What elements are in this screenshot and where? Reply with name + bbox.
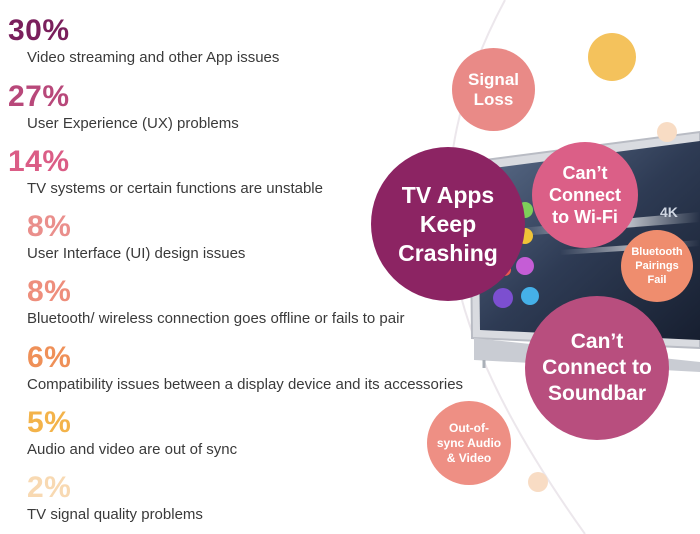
stat-label: User Experience (UX) problems: [27, 115, 239, 132]
bubble-apps-crashing-text: TV Apps Keep Crashing: [398, 181, 498, 266]
stat-label: User Interface (UI) design issues: [27, 245, 246, 262]
bubble-wifi: Can’t Connect to Wi-Fi: [532, 142, 638, 248]
stat-percent: 6%: [27, 341, 72, 374]
stat-item: 5% Audio and video are out of sync: [27, 406, 238, 459]
stat-item: 6% Compatibility issues between a displa…: [27, 341, 464, 394]
bubble-bluetooth-text: Bluetooth Pairings Fail: [631, 246, 683, 286]
decor-dot-yellow: [588, 33, 636, 81]
stat-percent: 8%: [27, 210, 72, 243]
stat-label: Audio and video are out of sync: [27, 441, 238, 458]
bubble-soundbar-text: Can’t Connect to Soundbar: [542, 330, 652, 405]
stat-percent: 30%: [8, 14, 70, 47]
bubble-out-of-sync-text: Out-of-sync Audio & Video: [436, 420, 502, 465]
stat-item: 27% User Experience (UX) problems: [8, 80, 239, 133]
stat-item: 2% TV signal quality problems: [27, 471, 203, 524]
bubble-soundbar: Can’t Connect to Soundbar: [525, 296, 669, 440]
stat-percent: 2%: [27, 471, 72, 504]
stat-item: 30% Video streaming and other App issues: [8, 14, 280, 67]
decor-dot-peach-small: [528, 472, 548, 492]
decor-dot-peach: [657, 122, 677, 142]
stat-label: Bluetooth/ wireless connection goes offl…: [27, 310, 405, 327]
stat-label: TV systems or certain functions are unst…: [27, 180, 323, 197]
bubble-wifi-text: Can’t Connect to Wi-Fi: [549, 163, 621, 227]
bubble-bluetooth: Bluetooth Pairings Fail: [621, 230, 693, 302]
bubble-out-of-sync: Out-of-sync Audio & Video: [427, 401, 511, 485]
stat-item: 14% TV systems or certain functions are …: [8, 145, 323, 198]
stat-percent: 5%: [27, 406, 72, 439]
stat-item: 8% Bluetooth/ wireless connection goes o…: [27, 275, 405, 328]
bubble-apps-crashing: TV Apps Keep Crashing: [371, 147, 525, 301]
stat-percent: 27%: [8, 80, 70, 113]
stat-label: Compatibility issues between a display d…: [27, 376, 464, 393]
stat-percent: 8%: [27, 275, 72, 308]
tv-4k-badge: 4K: [660, 204, 678, 220]
stat-item: 8% User Interface (UI) design issues: [27, 210, 246, 263]
bubble-signal-loss: Signal Loss: [452, 48, 535, 131]
bubble-signal-loss-text: Signal Loss: [467, 69, 519, 109]
stat-label: TV signal quality problems: [27, 506, 203, 523]
stat-percent: 14%: [8, 145, 70, 178]
stat-label: Video streaming and other App issues: [27, 49, 280, 66]
